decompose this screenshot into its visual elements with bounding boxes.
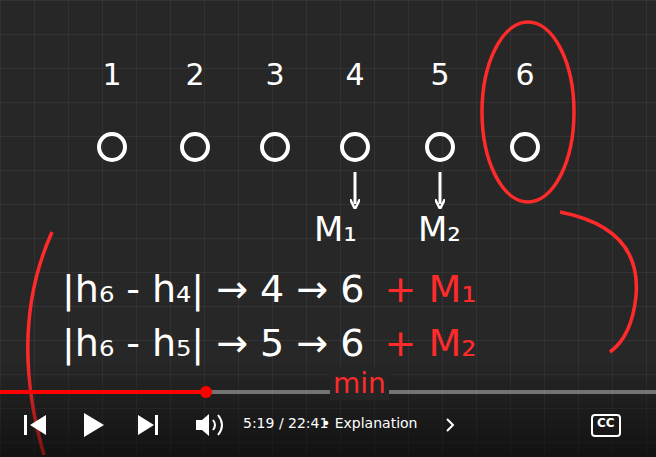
volume-wave — [213, 420, 215, 430]
index-number: 3 — [251, 60, 299, 90]
volume-wave — [218, 415, 222, 435]
formula-text: |h₆ - h₄| → 4 → 6 — [62, 268, 364, 312]
min-note: min — [330, 368, 389, 400]
circle-outline — [338, 130, 372, 164]
player-controls — [24, 413, 209, 437]
added-term: + M₁ — [384, 268, 476, 312]
circle-outline — [508, 130, 542, 164]
right-bracket — [560, 212, 636, 352]
cc-label: CC — [597, 417, 615, 431]
index-number: 6 — [501, 60, 549, 90]
circle-node: 3 — [251, 60, 299, 164]
cc-box — [592, 415, 620, 436]
progress-track — [0, 390, 656, 394]
chapter-title: • Explanation — [322, 415, 417, 431]
added-term: + M₂ — [384, 322, 476, 366]
highlight-ellipse — [482, 22, 574, 202]
circle-outline — [423, 130, 457, 164]
chapter-chevron — [447, 419, 453, 431]
circle-node: 2 — [171, 60, 219, 164]
index-number: 2 — [171, 60, 219, 90]
index-number: 1 — [88, 60, 136, 90]
player-shade — [0, 360, 656, 457]
down-arrow — [439, 172, 442, 204]
formula-text: |h₆ - h₅| → 5 → 6 — [62, 322, 364, 366]
video-time: 5:19 / 22:41 — [243, 415, 328, 431]
circle-node: 1 — [88, 60, 136, 164]
progress-knob — [200, 386, 212, 398]
progress-played — [0, 390, 206, 394]
index-number: 4 — [331, 60, 379, 90]
circle-node: 6 — [501, 60, 549, 164]
circle-node: 4 — [331, 60, 379, 164]
down-arrow — [354, 172, 357, 204]
circle-outline — [95, 130, 129, 164]
circle-outline — [258, 130, 292, 164]
circle-outline — [178, 130, 212, 164]
variable-label: M₂ — [418, 210, 461, 249]
variable-label: M₁ — [314, 210, 357, 249]
circle-node: 5 — [416, 60, 464, 164]
index-number: 5 — [416, 60, 464, 90]
